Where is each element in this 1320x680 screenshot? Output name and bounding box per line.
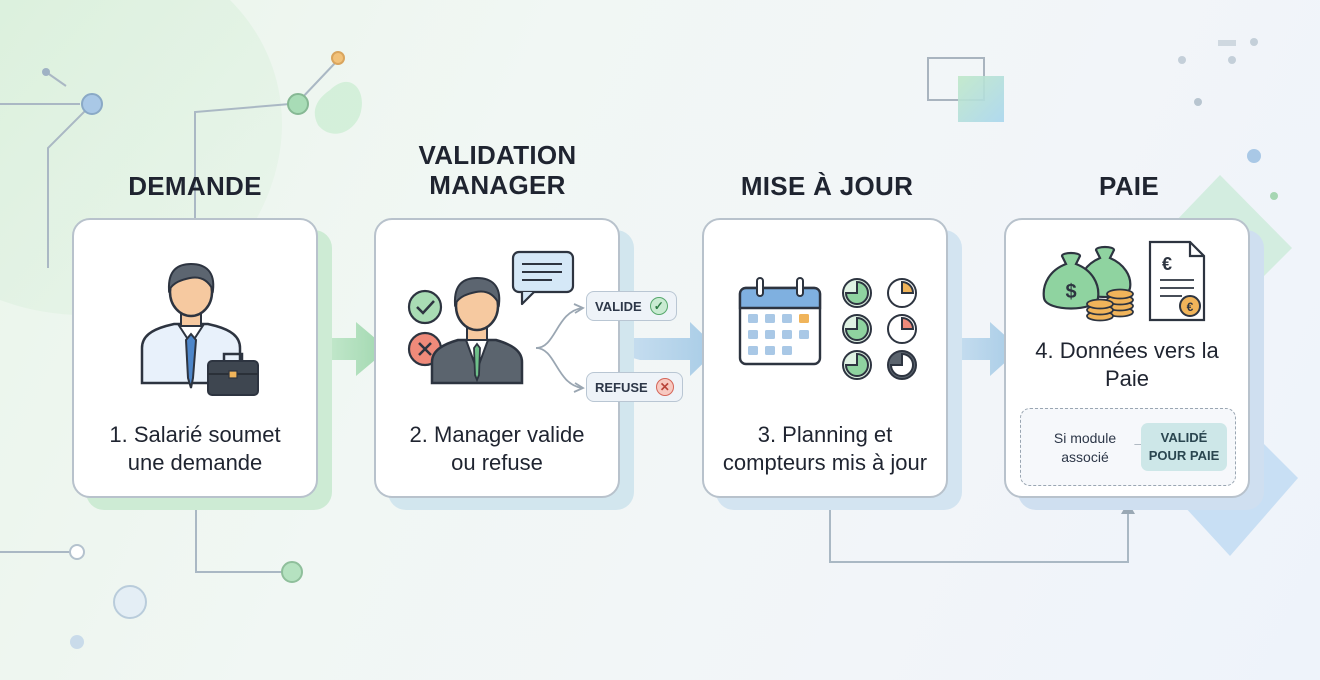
employee-briefcase-icon	[140, 262, 259, 396]
payroll-status-badge: VALIDÉ POUR PAIE	[1141, 423, 1227, 471]
approve-label: VALIDE	[595, 298, 642, 314]
svg-text:€: €	[1162, 254, 1172, 274]
check-circle-icon: ✓	[649, 297, 668, 315]
step-card-validation: 2. Manager valide ou refuse	[374, 218, 620, 498]
reject-label: REFUSE	[595, 379, 648, 395]
calendar-counters-icon	[738, 277, 917, 380]
reject-option: REFUSE ✕	[586, 372, 683, 402]
step-card-paie: $ € € 4. Données vers la Paie Si module …	[1004, 218, 1250, 498]
step-card-demande: 1. Salarié soumet une demande	[72, 218, 318, 498]
money-invoice-icon: $ € €	[1042, 240, 1206, 322]
step-caption: 3. Planning et compteurs mis à jour	[722, 422, 928, 475]
module-condition: Si module associé	[1053, 430, 1117, 465]
stage-title-mise-a-jour: MISE À JOUR	[740, 171, 914, 201]
approve-option: VALIDE ✓	[586, 291, 677, 321]
stage-title-validation: VALIDATION MANAGER	[418, 140, 577, 200]
stage-title-paie: PAIE	[1099, 171, 1159, 201]
step-caption: 4. Données vers la Paie	[1035, 338, 1219, 391]
svg-text:€: €	[1187, 300, 1194, 314]
step-caption: 1. Salarié soumet une demande	[109, 422, 281, 475]
manager-decision-icon	[407, 250, 585, 393]
payroll-module-box: Si module associé → VALIDÉ POUR PAIE	[1020, 408, 1236, 486]
x-circle-icon: ✕	[655, 378, 674, 396]
step-caption: 2. Manager valide ou refuse	[409, 422, 585, 475]
step-card-mise-a-jour: 3. Planning et compteurs mis à jour	[702, 218, 948, 498]
svg-text:$: $	[1065, 281, 1076, 303]
stage-title-demande: DEMANDE	[128, 171, 262, 201]
